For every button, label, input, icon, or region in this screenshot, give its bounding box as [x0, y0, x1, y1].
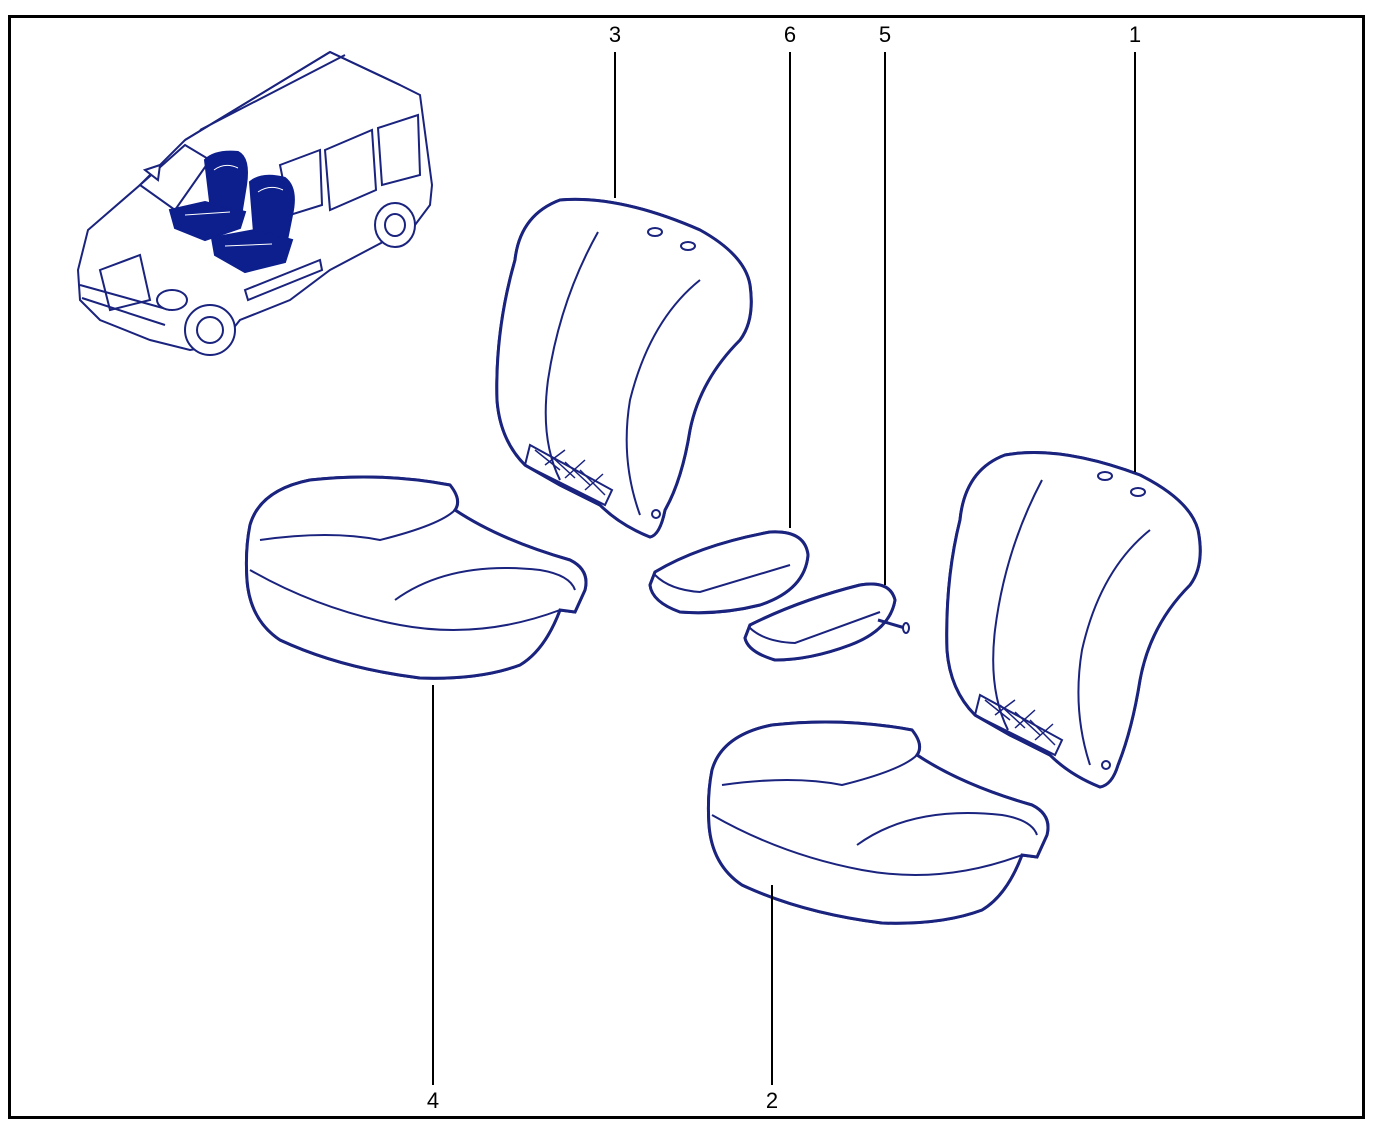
armrest-pad-5[interactable]: [743, 582, 910, 662]
armrest-pad-6[interactable]: [648, 530, 810, 615]
backrest-cover-right[interactable]: [945, 451, 1202, 789]
callout-6: 6: [783, 22, 797, 47]
callout-3: 3: [608, 22, 622, 47]
callout-1: 1: [1128, 22, 1142, 47]
backrest-cover-left[interactable]: [495, 197, 753, 539]
callout-4: 4: [426, 1088, 440, 1113]
diagram-frame: [8, 15, 1365, 1119]
cushion-cover-right[interactable]: [706, 720, 1050, 925]
callout-2: 2: [765, 1088, 779, 1113]
cushion-cover-left[interactable]: [244, 475, 588, 680]
callout-5: 5: [878, 22, 892, 47]
seat-detail-lines: [184, 164, 284, 247]
